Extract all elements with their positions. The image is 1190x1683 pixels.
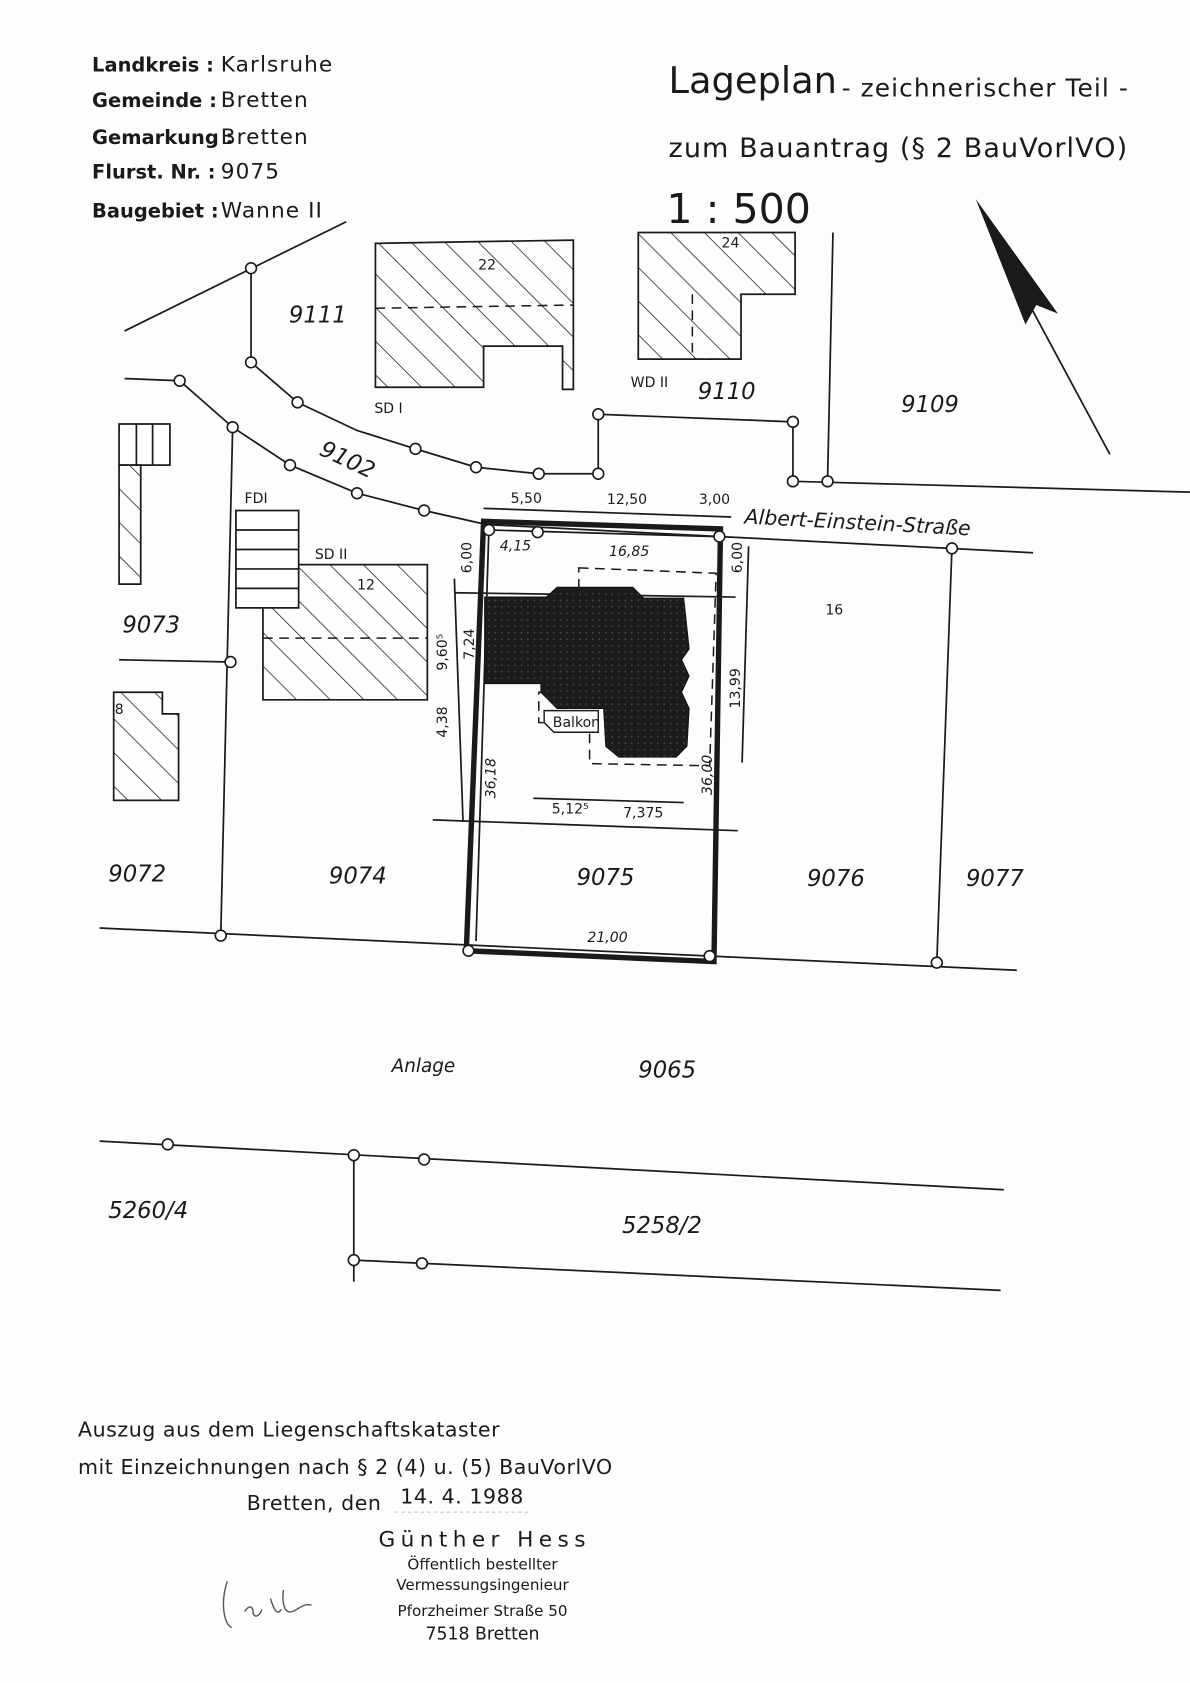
annex-label: Anlage	[391, 1056, 456, 1077]
planned-building: Balkon	[484, 567, 717, 767]
dimension-labels: 5,50 12,50 3,00 4,15 16,85 6,00 6,00 7,2…	[435, 491, 746, 946]
boundary-points	[161, 262, 959, 1270]
field-value: 9075	[221, 159, 280, 184]
field-value: Karlsruhe	[221, 52, 334, 77]
dim-bottom-a: 5,12⁵	[552, 801, 589, 817]
footer-date: 14. 4. 1988	[400, 1484, 524, 1508]
parcel-number: 9072	[108, 862, 166, 888]
dim-top-c: 3,00	[699, 492, 730, 508]
dim-left-c: 9,60⁵	[435, 634, 451, 671]
dim-front-b: 16,85	[609, 544, 649, 560]
existing-buildings	[112, 231, 796, 802]
stamp-title1: Öffentlich bestellter	[407, 1554, 558, 1573]
dimension-lines	[453, 507, 750, 823]
balcony-label: Balkon	[553, 715, 600, 731]
north-arrow-icon	[975, 199, 1111, 455]
footer-place: Bretten, den	[247, 1491, 382, 1515]
house-number: 12	[357, 577, 375, 593]
footer: Auszug aus dem Liegenschaftskataster mit…	[78, 1417, 613, 1515]
stairs-fdi	[235, 509, 300, 609]
stamp-city: 7518 Bretten	[426, 1625, 540, 1645]
building-code: WD II	[631, 375, 668, 391]
header-fields: Landkreis : Karlsruhe Gemeinde : Bretten…	[92, 52, 334, 223]
dim-left-b: 7,24	[462, 628, 478, 659]
dim-top-a: 5,50	[511, 491, 542, 507]
field-label: Landkreis :	[92, 53, 214, 76]
stamp-name: Günther Hess	[378, 1528, 590, 1553]
dim-right-depth: 36,00	[700, 755, 716, 795]
plan-purpose: zum Bauantrag (§ 2 BauVorlVO)	[669, 133, 1129, 164]
house-number: 8	[115, 702, 124, 718]
parcel-number: 9111	[289, 302, 347, 328]
field-label: Gemarkung :	[92, 126, 233, 149]
dim-left-depth: 36,18	[483, 758, 499, 798]
house-number: 24	[722, 236, 740, 252]
building-code: FDI	[245, 491, 268, 507]
building-code: SD II	[315, 547, 347, 563]
street-name: Albert-Einstein-Straße	[742, 504, 971, 540]
plan-scale: 1 : 500	[666, 185, 811, 233]
parcel-number: 5258/2	[622, 1213, 702, 1239]
planned-house-footprint	[484, 586, 690, 758]
parcel-number: 9074	[329, 864, 387, 890]
building-22	[374, 239, 575, 391]
field-label: Baugebiet :	[92, 199, 219, 222]
field-value: Bretten	[221, 88, 309, 113]
dim-bottom-b: 7,375	[623, 806, 663, 822]
dim-top-b: 12,50	[607, 492, 647, 508]
building-12	[262, 563, 429, 701]
field-label: Gemeinde :	[92, 89, 217, 112]
plan-title: Lageplan	[669, 59, 837, 102]
parcel-boundaries	[99, 220, 1190, 1292]
field-value: Bretten	[221, 125, 309, 150]
dim-left-d: 4,38	[435, 706, 451, 737]
building-24	[637, 231, 796, 360]
plan-subtitle: - zeichnerischer Teil -	[842, 73, 1129, 102]
parcel-9075-outline	[463, 518, 724, 965]
parcel-number: 9073	[122, 613, 180, 639]
parcel-number: 9110	[698, 379, 756, 405]
dim-front-a: 4,15	[500, 539, 531, 555]
building-8	[112, 691, 180, 802]
handwritten-signature	[222, 1581, 312, 1629]
parcel-number: 9076	[807, 866, 865, 892]
parcel-number: 9075	[577, 865, 635, 891]
parcel-number: 9065	[638, 1057, 696, 1083]
building-left-9073	[118, 423, 171, 585]
dim-rear-width: 21,00	[587, 930, 627, 946]
house-number: 22	[478, 257, 496, 273]
house-number: 16	[825, 602, 843, 618]
dim-right-setback: 6,00	[730, 542, 746, 573]
dim-right-b: 13,99	[728, 668, 744, 708]
stamp-title2: Vermessungsingenieur	[396, 1576, 569, 1594]
stamp-street: Pforzheimer Straße 50	[398, 1602, 568, 1620]
building-code: SD I	[374, 401, 402, 417]
parcel-number: 9109	[901, 392, 959, 418]
parcel-number: 9102	[316, 436, 379, 484]
parcel-number: 5260/4	[108, 1198, 188, 1224]
parcel-number: 9077	[966, 866, 1024, 892]
dim-left-setback: 6,00	[460, 542, 476, 573]
footer-line1: Auszug aus dem Liegenschaftskataster	[78, 1417, 500, 1441]
surveyor-stamp: Günther Hess Öffentlich bestellter Verme…	[378, 1528, 590, 1645]
field-label: Flurst. Nr. :	[92, 160, 215, 183]
footer-line2: mit Einzeichnungen nach § 2 (4) u. (5) B…	[78, 1455, 613, 1479]
field-value: Wanne II	[221, 198, 323, 223]
